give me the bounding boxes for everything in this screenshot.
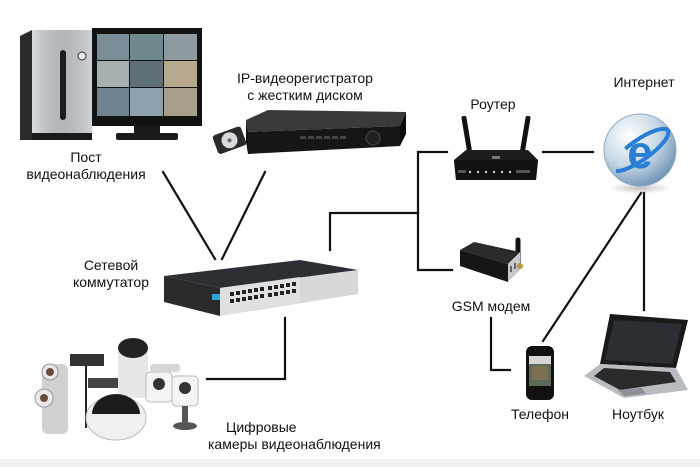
nvr-with-hdd-icon <box>208 108 408 166</box>
monitoring-post-label: Пост видеонаблюдения <box>5 149 167 183</box>
wire-internet-to-phone <box>541 191 643 343</box>
nvr-label: IP-видеорегистратор с жестким диском <box>220 70 390 104</box>
phone-label: Телефон <box>510 406 570 422</box>
internet-label: Интернет <box>613 74 675 90</box>
smartphone-icon <box>526 346 554 400</box>
cameras-label: Цифровые камеры видеонаблюдения <box>208 419 388 453</box>
wire-switch-to-cameras <box>205 316 287 381</box>
network-switch-icon <box>160 254 360 320</box>
laptop-label: Ноутбук <box>612 406 664 422</box>
wire-post-to-switch <box>161 170 217 261</box>
wire-gsm-to-phone <box>489 316 512 372</box>
nvr-label-line1: IP-видеорегистратор <box>237 70 373 86</box>
ip-cameras-icon <box>32 336 204 444</box>
cameras-label-line2: камеры видеонаблюдения <box>208 436 381 452</box>
gsm-modem-icon <box>458 236 528 292</box>
switch-label-line2: коммутатор <box>72 274 150 290</box>
switch-label: Сетевой коммутатор <box>65 257 157 291</box>
monitoring-post-label-line1: Пост <box>70 149 102 165</box>
switch-label-line1: Сетевой <box>83 257 139 273</box>
wifi-router-icon <box>450 115 542 190</box>
nvr-label-line2: с жестким диском <box>247 87 363 103</box>
gsm-modem-label: GSM модем <box>451 298 531 314</box>
monitoring-post-label-line2: видеонаблюдения <box>26 166 146 182</box>
pc-with-monitor-icon <box>12 28 202 146</box>
wire-bus-to-router <box>416 150 454 272</box>
internet-globe-icon: e <box>597 110 683 196</box>
wire-nvr-to-switch <box>220 170 267 261</box>
cameras-label-line1: Цифровые <box>226 419 297 435</box>
laptop-icon <box>584 312 690 400</box>
bottom-strip <box>0 459 700 467</box>
router-label: Роутер <box>470 96 516 112</box>
wire-switch-to-bus <box>328 211 420 252</box>
